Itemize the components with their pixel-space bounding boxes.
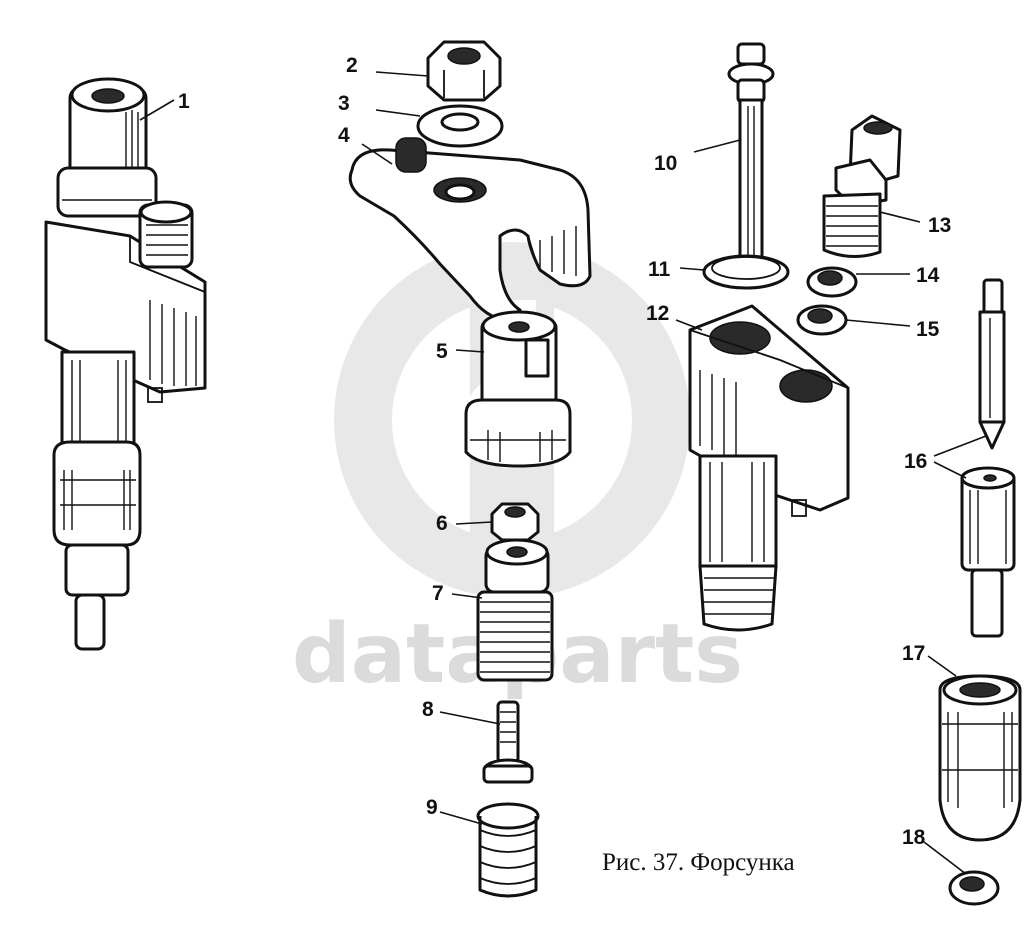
leader-16a xyxy=(933,435,987,457)
part-17-cap-nut xyxy=(938,674,1022,842)
callout-15: 15 xyxy=(916,318,940,341)
callout-5: 5 xyxy=(436,340,448,363)
part-1-injector-assembly xyxy=(44,77,207,651)
leader-17 xyxy=(927,655,957,677)
callout-11: 11 xyxy=(648,258,671,281)
callout-8: 8 xyxy=(422,698,434,721)
callout-13: 13 xyxy=(928,214,951,237)
leader-8 xyxy=(439,711,501,725)
callout-12: 12 xyxy=(646,302,669,325)
leader-2 xyxy=(375,71,429,77)
callout-3: 3 xyxy=(338,92,350,115)
leader-6 xyxy=(455,521,493,525)
part-10-push-rod xyxy=(727,42,775,278)
part-13-union-fitting xyxy=(822,114,902,258)
part-14-washer xyxy=(806,266,858,298)
leader-15 xyxy=(845,319,911,327)
leader-lines xyxy=(139,71,987,875)
callout-18: 18 xyxy=(902,826,926,849)
callout-labels: 1 2 3 4 5 6 7 8 9 10 11 12 13 14 15 16 1… xyxy=(178,54,951,849)
callout-2: 2 xyxy=(346,54,358,77)
callout-6: 6 xyxy=(436,512,448,535)
part-4-clamp-bracket xyxy=(348,137,592,322)
leader-12 xyxy=(675,319,703,331)
part-2-nut xyxy=(426,40,502,102)
callout-14: 14 xyxy=(916,264,940,287)
callout-7: 7 xyxy=(432,582,444,605)
part-7-adjusting-screw xyxy=(476,538,554,682)
callout-9: 9 xyxy=(426,796,438,819)
leader-7 xyxy=(451,593,483,599)
leader-13 xyxy=(879,211,921,223)
part-12-injector-body xyxy=(688,304,850,632)
part-15-washer xyxy=(796,304,848,336)
part-16-needle-and-nozzle xyxy=(960,278,1016,638)
part-18-sealing-washer xyxy=(948,870,1000,906)
leader-5 xyxy=(455,349,485,353)
callout-10: 10 xyxy=(654,152,677,175)
callout-4: 4 xyxy=(338,124,350,147)
leader-3 xyxy=(375,109,421,117)
figure-caption: Рис. 37. Форсунка xyxy=(602,849,795,876)
part-9-spring xyxy=(476,802,540,898)
callout-16: 16 xyxy=(904,450,927,473)
callout-17: 17 xyxy=(902,642,925,665)
leader-11 xyxy=(679,267,705,271)
part-8-spring-plate xyxy=(482,700,534,784)
callout-1: 1 xyxy=(178,90,190,113)
leader-4 xyxy=(361,143,393,165)
leader-16b xyxy=(933,461,967,479)
part-5-sleeve xyxy=(464,310,572,468)
leader-10 xyxy=(693,139,741,153)
leader-18 xyxy=(923,841,967,875)
leader-1 xyxy=(139,99,175,121)
part-11-o-ring xyxy=(702,254,790,290)
part-3-washer xyxy=(416,104,504,148)
part-6-lock-nut xyxy=(490,502,540,542)
leader-9 xyxy=(439,811,483,825)
